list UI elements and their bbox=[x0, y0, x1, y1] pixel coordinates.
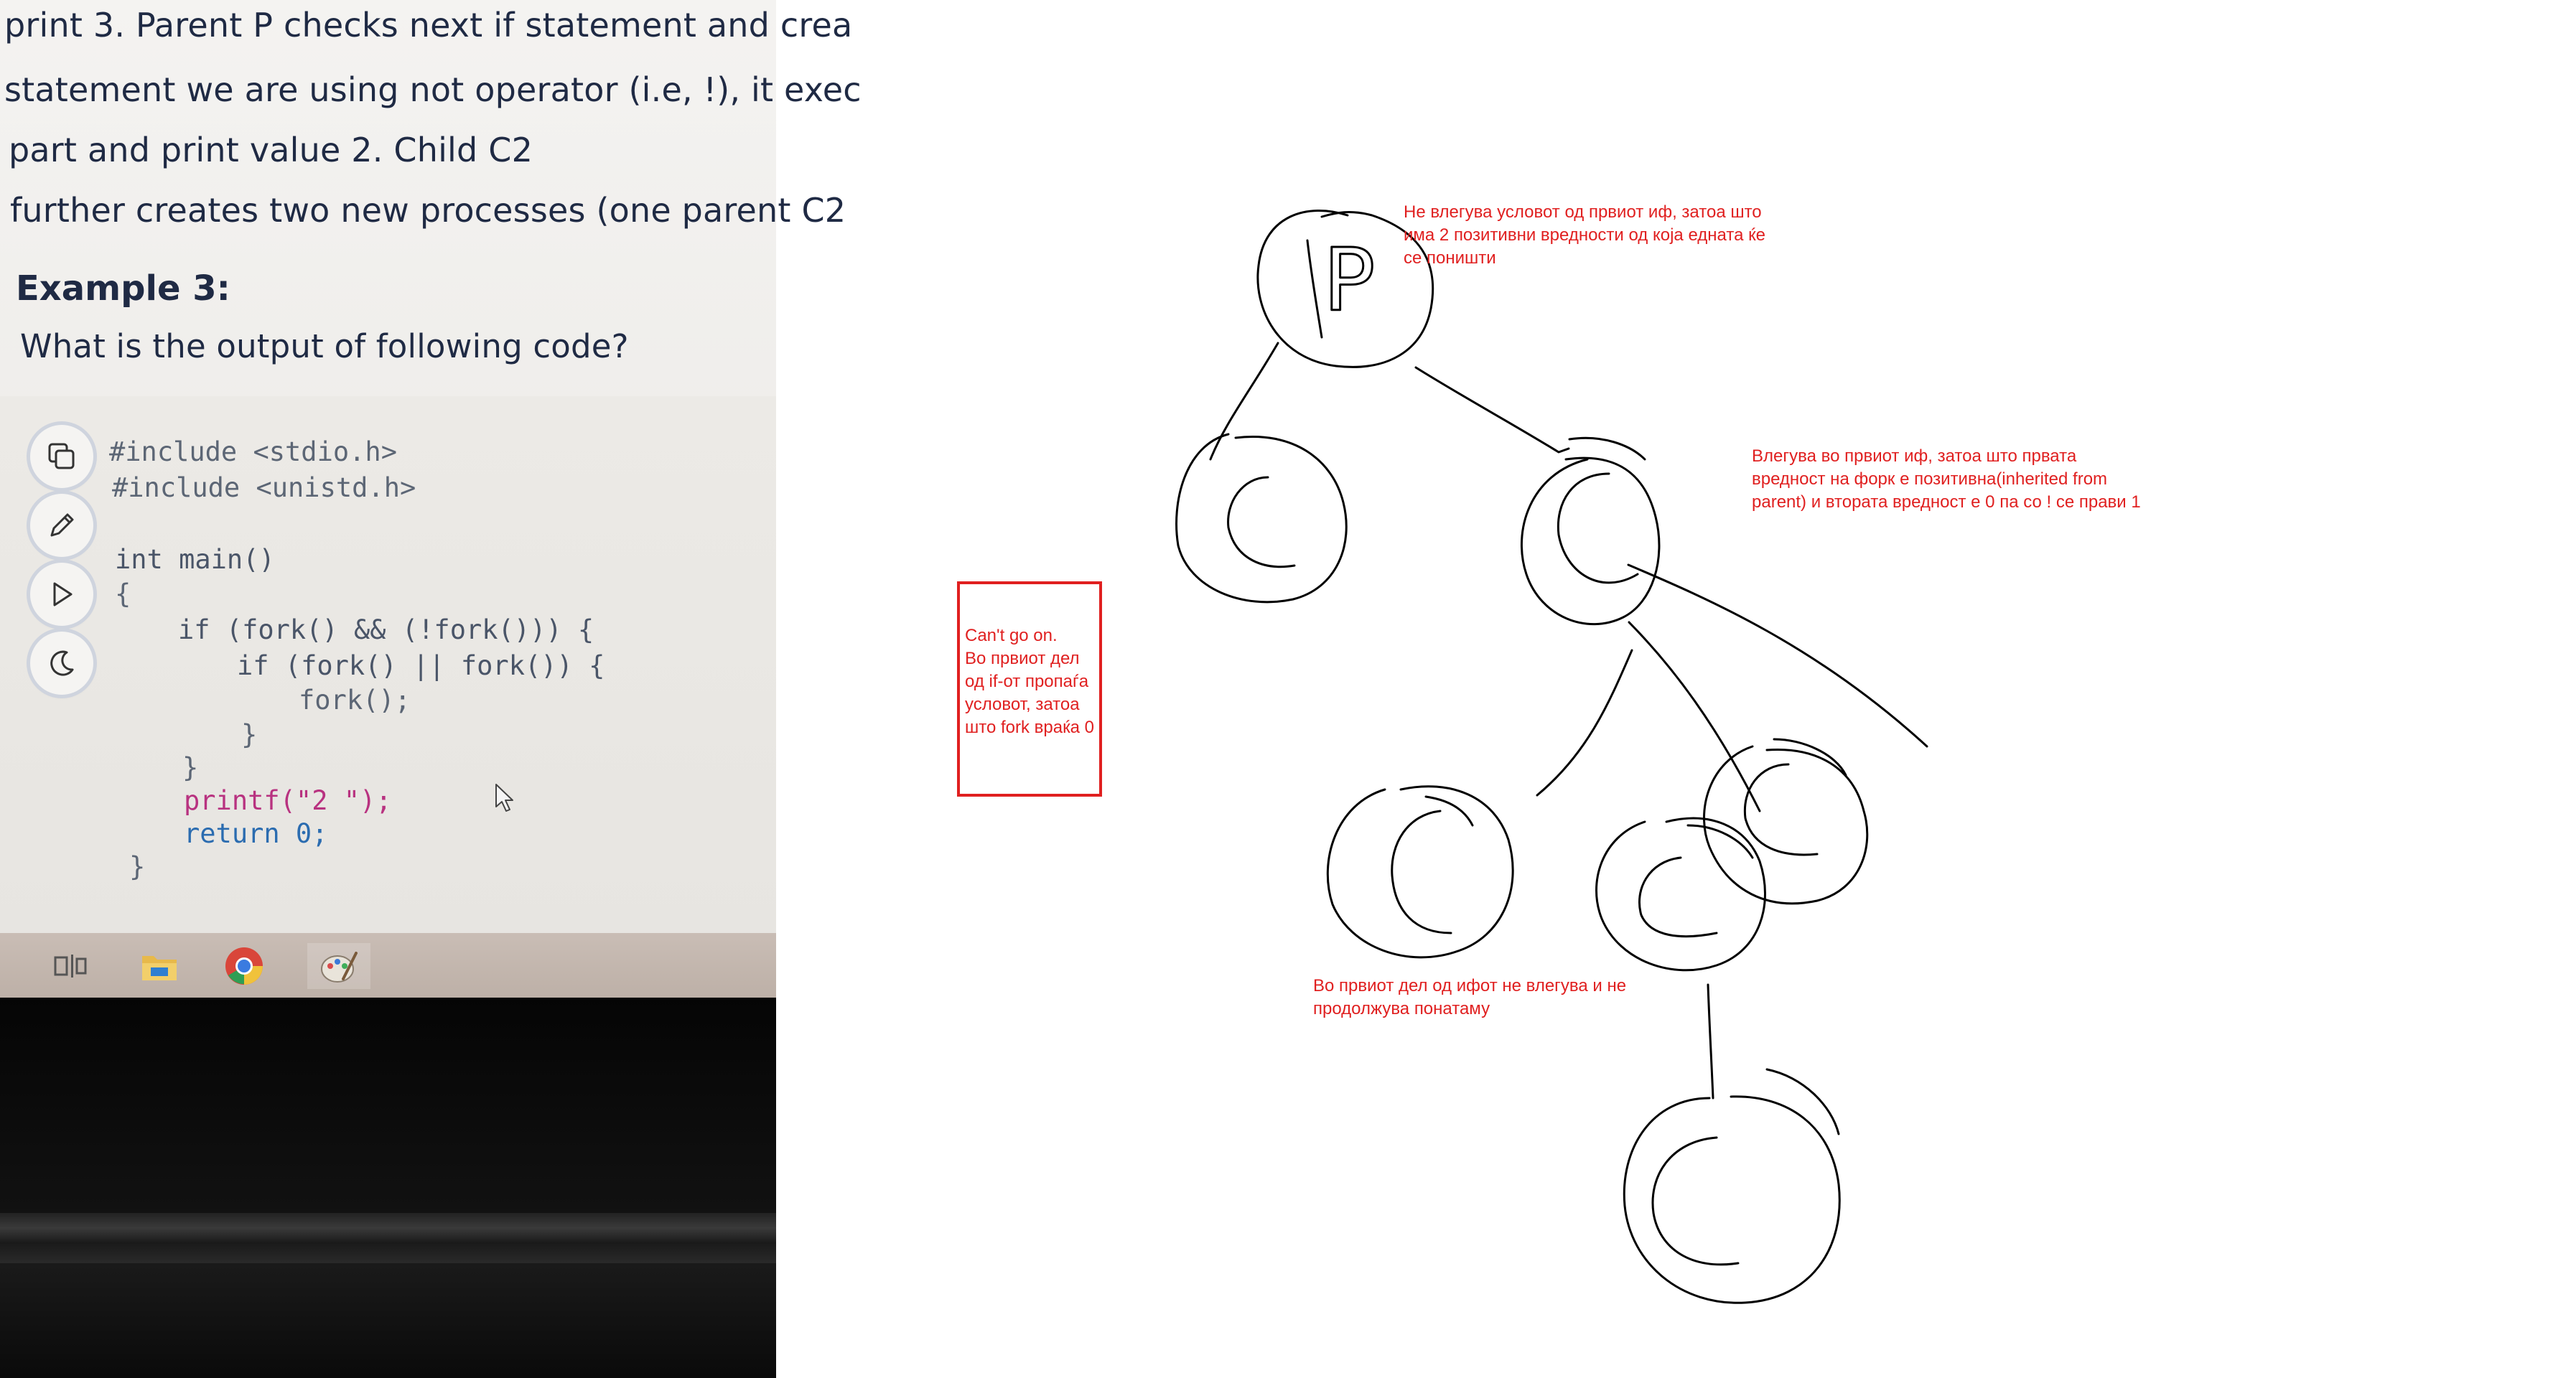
code-line: } bbox=[241, 719, 258, 750]
annotation-box-title: Can't go on. bbox=[965, 626, 1058, 645]
code-line: int main() bbox=[115, 544, 275, 575]
bottom-annotation: Во првиот дел од ифот не влегува и не пр… bbox=[1313, 976, 1627, 1018]
edge-right-to-mid bbox=[1628, 621, 1761, 812]
doc-text-line: print 3. Parent P checks next if stateme… bbox=[4, 6, 853, 44]
code-line: } bbox=[129, 851, 146, 882]
paint-icon[interactable] bbox=[307, 943, 370, 989]
edge-mid-to-grandchild bbox=[1707, 983, 1714, 1100]
process-tree-diagram: P bbox=[1175, 210, 1928, 1304]
code-example-photo: print 3. Parent P checks next if stateme… bbox=[0, 0, 862, 1378]
taskbar bbox=[0, 933, 776, 998]
code-line: #include <stdio.h> bbox=[109, 436, 397, 467]
edge-right-to-far-right bbox=[1627, 563, 1928, 748]
task-view-icon[interactable] bbox=[47, 943, 93, 989]
node-mid-child bbox=[1595, 817, 1766, 972]
node-root bbox=[1256, 210, 1434, 368]
node-bottom-left-child bbox=[1326, 785, 1514, 959]
edge-right-to-bottom-left bbox=[1536, 649, 1633, 797]
code-line: } bbox=[182, 752, 199, 783]
code-block: #include <stdio.h> #include <unistd.h> i… bbox=[0, 396, 776, 933]
annotation-box bbox=[957, 581, 1102, 797]
edge-root-left bbox=[1209, 342, 1279, 461]
code-line: fork(); bbox=[299, 685, 411, 716]
play-icon[interactable] bbox=[30, 563, 93, 626]
example-heading: Example 3: bbox=[16, 268, 230, 309]
doc-text-line: further creates two new processes (one p… bbox=[10, 191, 846, 230]
node-grandchild bbox=[1623, 1068, 1841, 1304]
code-line: printf("2 "); bbox=[184, 785, 392, 816]
code-line: #include <unistd.h> bbox=[112, 472, 416, 503]
node-root-label: P bbox=[1323, 231, 1375, 331]
node-far-right-child bbox=[1703, 738, 1869, 905]
laptop-hinge bbox=[0, 1213, 776, 1263]
chrome-icon[interactable] bbox=[221, 943, 267, 989]
annotation-box-body: Во првиот дел од if-от пропаѓа условот, … bbox=[965, 649, 1094, 737]
code-line: if (fork() || fork()) { bbox=[237, 650, 605, 681]
doc-text-line: statement we are using not operator (i.e… bbox=[4, 70, 862, 109]
pencil-icon[interactable] bbox=[30, 494, 93, 557]
node-right-child bbox=[1521, 436, 1661, 626]
doc-text-line: part and print value 2. Child C2 bbox=[9, 131, 533, 169]
right-child-annotation: Влегува во првиот иф, затоа што првата в… bbox=[1752, 446, 2141, 512]
moon-icon[interactable] bbox=[30, 632, 93, 695]
copy-icon[interactable] bbox=[30, 425, 93, 488]
mouse-cursor-icon bbox=[495, 784, 513, 812]
question-text: What is the output of following code? bbox=[20, 327, 629, 365]
monitor-bezel bbox=[0, 998, 776, 1378]
file-explorer-icon[interactable] bbox=[136, 943, 182, 989]
root-annotation: Не влегува условот од првиот иф, затоа ш… bbox=[1404, 202, 1765, 268]
code-line: return 0; bbox=[184, 818, 328, 849]
code-line: if (fork() && (!fork())) { bbox=[178, 614, 594, 645]
code-line: { bbox=[115, 578, 131, 609]
node-left-child bbox=[1175, 433, 1348, 604]
annotation-box-text: Can't go on. Во првиот дел од if-от проп… bbox=[965, 624, 1097, 737]
edge-root-right bbox=[1414, 366, 1570, 454]
